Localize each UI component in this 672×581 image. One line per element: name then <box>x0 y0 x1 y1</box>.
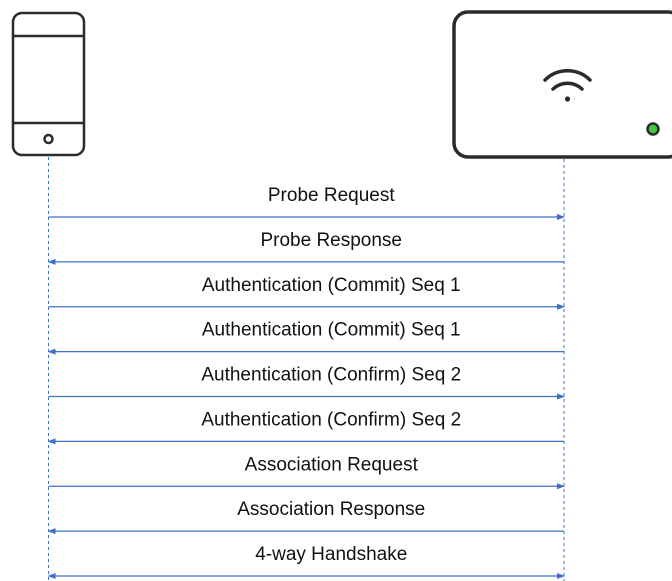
message: Authentication (Confirm) Seq 2 <box>47 409 564 445</box>
message-label: Probe Response <box>260 230 402 251</box>
message-label: Authentication (Commit) Seq 1 <box>202 275 461 296</box>
wifi-signal-icon <box>543 69 592 102</box>
message: Authentication (Commit) Seq 1 <box>48 275 565 310</box>
home-button-icon <box>43 133 54 145</box>
message: Authentication (Commit) Seq 1 <box>47 320 564 355</box>
message-label: Authentication (Confirm) Seq 2 <box>201 409 461 430</box>
status-led-icon <box>646 122 660 136</box>
message: Authentication (Confirm) Seq 2 <box>48 365 565 400</box>
message-label: Association Response <box>237 499 425 520</box>
message-label: Authentication (Confirm) Seq 2 <box>201 365 461 386</box>
message-label: Association Request <box>245 454 419 475</box>
message-label: Probe Request <box>268 185 395 206</box>
message-label: 4-way Handshake <box>255 544 407 565</box>
message: Probe Response <box>47 230 564 265</box>
wifi-access-point-icon <box>452 10 672 159</box>
message-label: Authentication (Commit) Seq 1 <box>202 320 461 341</box>
message: 4-way Handshake <box>47 544 565 579</box>
phone-icon <box>11 11 86 157</box>
message: Probe Request <box>48 185 565 220</box>
message: Association Request <box>48 454 565 490</box>
message: Association Response <box>47 499 564 535</box>
